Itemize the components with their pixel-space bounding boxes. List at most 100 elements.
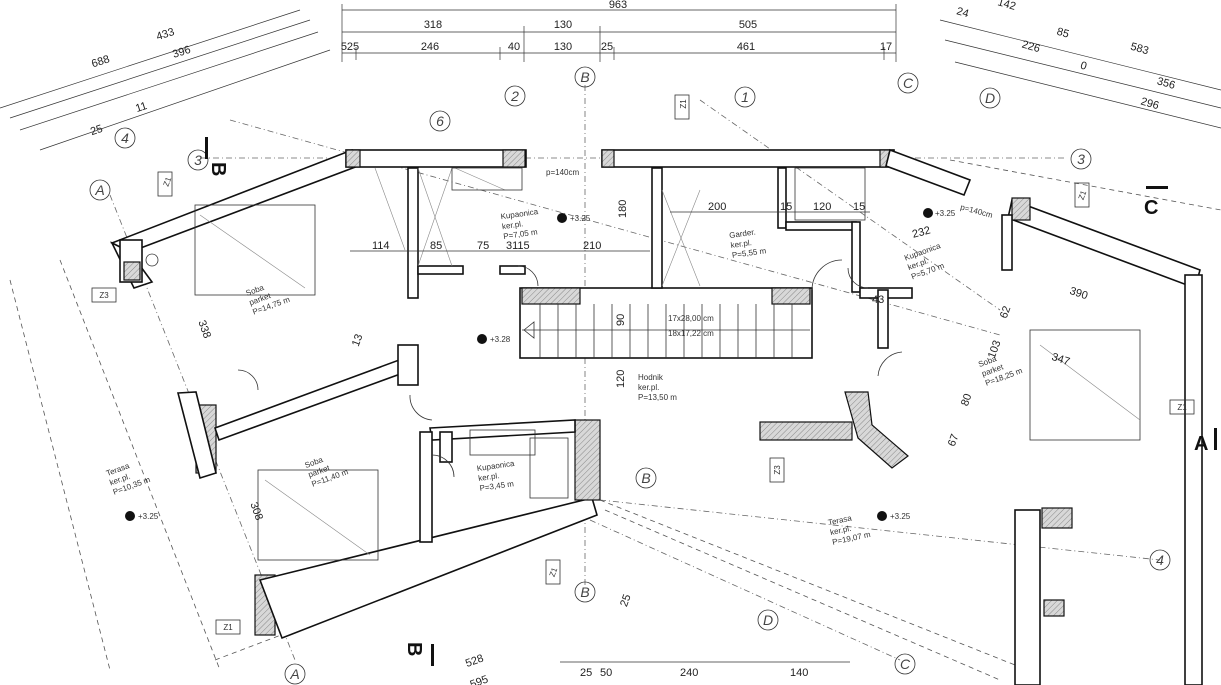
svg-text:+3.25: +3.25	[890, 512, 911, 521]
svg-text:+3.25: +3.25	[935, 209, 956, 218]
svg-text:390: 390	[1068, 285, 1089, 302]
grid-B-top: B	[580, 69, 589, 85]
grid-A-left: A	[94, 182, 104, 198]
svg-text:ker.pl.: ker.pl.	[730, 238, 752, 250]
grid-4-right: 4	[1156, 552, 1164, 568]
dim-505: 505	[739, 19, 757, 31]
level-markers: +3.25 +3.25 +3.28 +3.25 +3.25	[125, 208, 956, 521]
svg-text:80: 80	[959, 392, 974, 408]
dim-24: 24	[955, 5, 970, 20]
tag-z1-bottom-left: Z1	[223, 623, 233, 632]
svg-text:140: 140	[790, 667, 808, 679]
dim-318: 318	[424, 19, 442, 31]
outer-walls	[110, 148, 1203, 685]
dim-17: 17	[880, 41, 892, 53]
dim-overall: 963	[609, 0, 627, 11]
grid-B-mid: B	[641, 470, 650, 486]
tag-z1-bottom: Z1	[548, 566, 560, 578]
room-terasa-1: Terasa ker.pl. P=10,35 m	[105, 461, 152, 497]
level-marker-2: +3.25	[923, 208, 956, 218]
grid-D-top: D	[985, 90, 995, 106]
dim-461: 461	[737, 41, 755, 53]
svg-text:180: 180	[617, 200, 629, 218]
inner-dimensions: 114 85 75 3115 210 180 200 15 120 15 232…	[195, 200, 1089, 685]
dim-433: 433	[155, 26, 176, 43]
door-swings	[237, 259, 903, 478]
svg-text:15: 15	[853, 201, 865, 213]
dim-226: 226	[1020, 39, 1041, 56]
grid-C-bottom: C	[900, 656, 911, 672]
room-terasa-2: Terasa ker.pl. P=19,07 m	[827, 513, 871, 546]
svg-text:90: 90	[615, 314, 627, 326]
svg-text:ker.pl.: ker.pl.	[829, 524, 852, 537]
room-kupaonica-1: Kupaonica ker.pl. P=7,05 m	[500, 207, 539, 241]
svg-text:3115: 3115	[506, 240, 530, 252]
grid-3-right: 3	[1077, 151, 1085, 167]
stair-treads	[522, 304, 810, 358]
room-hodnik: Hodnik ker.pl. P=13,50 m	[638, 373, 677, 402]
svg-text:240: 240	[680, 667, 698, 679]
dim-130b: 130	[554, 41, 572, 53]
room-labels: Kupaonica ker.pl. P=7,05 m Garder. ker.p…	[105, 207, 1024, 547]
svg-text:P=13,50 m: P=13,50 m	[638, 393, 677, 402]
svg-text:ker.pl.: ker.pl.	[501, 219, 523, 231]
stairs-spec-2: 18x17,22 cm	[668, 329, 714, 338]
dim-583: 583	[1129, 41, 1150, 58]
svg-text:210: 210	[583, 240, 601, 252]
dim-296: 296	[1139, 96, 1160, 113]
grid-2-top: 2	[510, 88, 519, 104]
svg-text:25: 25	[580, 667, 592, 679]
svg-text:120: 120	[813, 201, 831, 213]
grid-1-top: 1	[741, 89, 749, 105]
svg-text:347: 347	[1050, 351, 1071, 368]
dim-142: 142	[996, 0, 1017, 13]
svg-text:15: 15	[780, 201, 792, 213]
dim-11: 11	[134, 100, 149, 115]
svg-text:Hodnik: Hodnik	[638, 373, 664, 382]
room-soba-2: Soba parket P=18,25 m	[977, 354, 1024, 388]
svg-text:13: 13	[350, 333, 365, 349]
top-dimension-chains: 963 318 130 505 525 246 40 130 25 461 17	[341, 0, 897, 62]
svg-text:ker.pl.: ker.pl.	[478, 471, 500, 483]
svg-text:200: 200	[708, 201, 726, 213]
grid-A-bottom: A	[289, 666, 299, 682]
section-A-right: A	[1194, 433, 1208, 455]
svg-text:338: 338	[195, 319, 213, 340]
svg-text:232: 232	[911, 224, 932, 240]
svg-text:43: 43	[872, 294, 884, 306]
svg-text:67: 67	[946, 433, 961, 449]
section-B-top: B	[207, 162, 229, 176]
section-markers: B B C A	[205, 137, 1217, 666]
grid-D-bottom: D	[763, 612, 773, 628]
stairs-spec: 17x28,00 cm 18x17,22 cm	[668, 314, 714, 338]
dim-85: 85	[1055, 26, 1070, 41]
room-kupaonica-3: Kupaonica ker.pl. P=3,45 m	[476, 459, 515, 493]
dim-525: 525	[341, 41, 359, 53]
svg-text:120: 120	[615, 370, 627, 388]
tag-z1-right: Z1	[1177, 403, 1187, 412]
svg-text:62: 62	[998, 305, 1013, 321]
svg-text:+3.25: +3.25	[138, 512, 159, 521]
level-marker-1: +3.25	[557, 213, 591, 223]
svg-text:75: 75	[477, 240, 489, 252]
tag-z1-left: Z1	[162, 175, 174, 187]
tag-z3-mid: Z3	[773, 465, 782, 475]
dim-25: 25	[601, 41, 613, 53]
tag-z1-right-top: Z1	[1077, 189, 1089, 201]
svg-text:Garder.: Garder.	[729, 227, 757, 240]
window-label-2: p=140cm	[959, 203, 994, 220]
right-dimension-chains: 24 142 85 583 226 0 356 296	[939, 0, 1221, 129]
svg-text:+3.25: +3.25	[570, 214, 591, 223]
z-tags: Z1 Z1 Z1 Z1 Z1 Z1 Z3 Z3	[91, 94, 1195, 635]
svg-text:50: 50	[600, 667, 612, 679]
room-garderoba: Garder. ker.pl. P=5,55 m	[729, 227, 767, 259]
grid-C-top: C	[903, 75, 914, 91]
dim-246: 246	[421, 41, 439, 53]
stairs-spec-1: 17x28,00 cm	[668, 314, 714, 323]
grid-6: 6	[436, 113, 444, 129]
section-C-right: C	[1144, 197, 1158, 219]
room-soba-1: Soba parket P=14,75 m	[245, 283, 292, 317]
svg-text:85: 85	[430, 240, 442, 252]
svg-text:595: 595	[469, 674, 490, 685]
